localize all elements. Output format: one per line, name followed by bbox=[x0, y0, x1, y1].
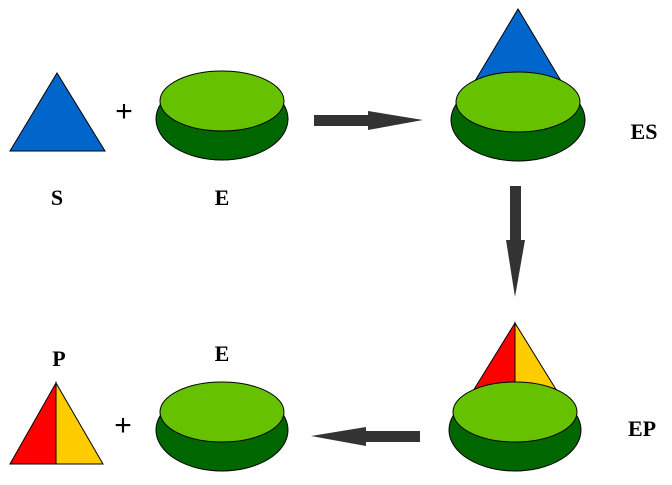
label-product: P bbox=[52, 346, 65, 371]
arrow-right bbox=[314, 111, 423, 130]
product-yellow-part bbox=[55, 381, 104, 465]
product-triangle bbox=[9, 381, 104, 465]
substrate-triangle bbox=[9, 72, 106, 152]
label-substrate: S bbox=[51, 185, 63, 210]
label-enzyme-bottom: E bbox=[215, 341, 230, 366]
enzyme-bottom bbox=[155, 381, 289, 472]
label-complex-es: ES bbox=[631, 119, 658, 144]
complex-ep bbox=[448, 321, 582, 472]
arrow-left bbox=[311, 427, 420, 446]
label-complex-ep: EP bbox=[628, 416, 656, 441]
complex-es bbox=[450, 8, 586, 162]
product-red-part bbox=[9, 381, 57, 465]
arrow-down bbox=[506, 186, 525, 297]
label-enzyme-top: E bbox=[215, 185, 230, 210]
plus-bottom: + bbox=[114, 409, 132, 442]
plus-top: + bbox=[115, 95, 133, 128]
enzyme-top bbox=[155, 70, 289, 161]
